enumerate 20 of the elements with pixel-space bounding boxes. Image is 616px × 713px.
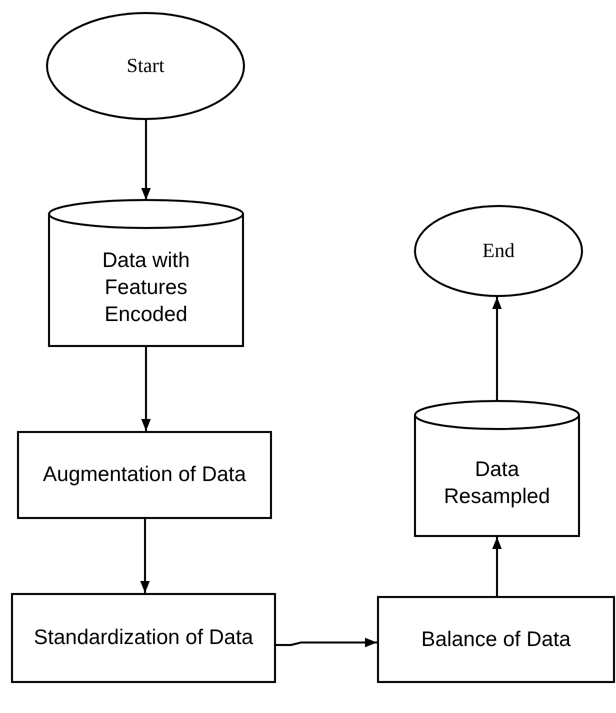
arrow — [140, 519, 150, 593]
node-label: Data with Features Encoded — [101, 248, 191, 328]
node-label: Start — [126, 54, 164, 79]
arrow — [276, 638, 377, 648]
node-label: Standardization of Data — [34, 625, 254, 652]
node-label: Data Resampled — [442, 456, 552, 510]
arrow — [492, 537, 502, 596]
arrow — [141, 347, 151, 431]
arrow — [141, 120, 151, 200]
process-box — [377, 596, 615, 683]
terminal-ellipse — [414, 205, 583, 297]
data-cylinder — [48, 200, 244, 347]
node-label: Balance of Data — [421, 626, 571, 653]
terminal-ellipse — [46, 12, 245, 120]
arrow — [492, 297, 502, 401]
node-label: End — [482, 239, 515, 264]
node-label: Augmentation of Data — [42, 462, 246, 488]
process-box — [17, 431, 272, 519]
data-cylinder — [414, 401, 580, 537]
process-box — [11, 593, 276, 683]
